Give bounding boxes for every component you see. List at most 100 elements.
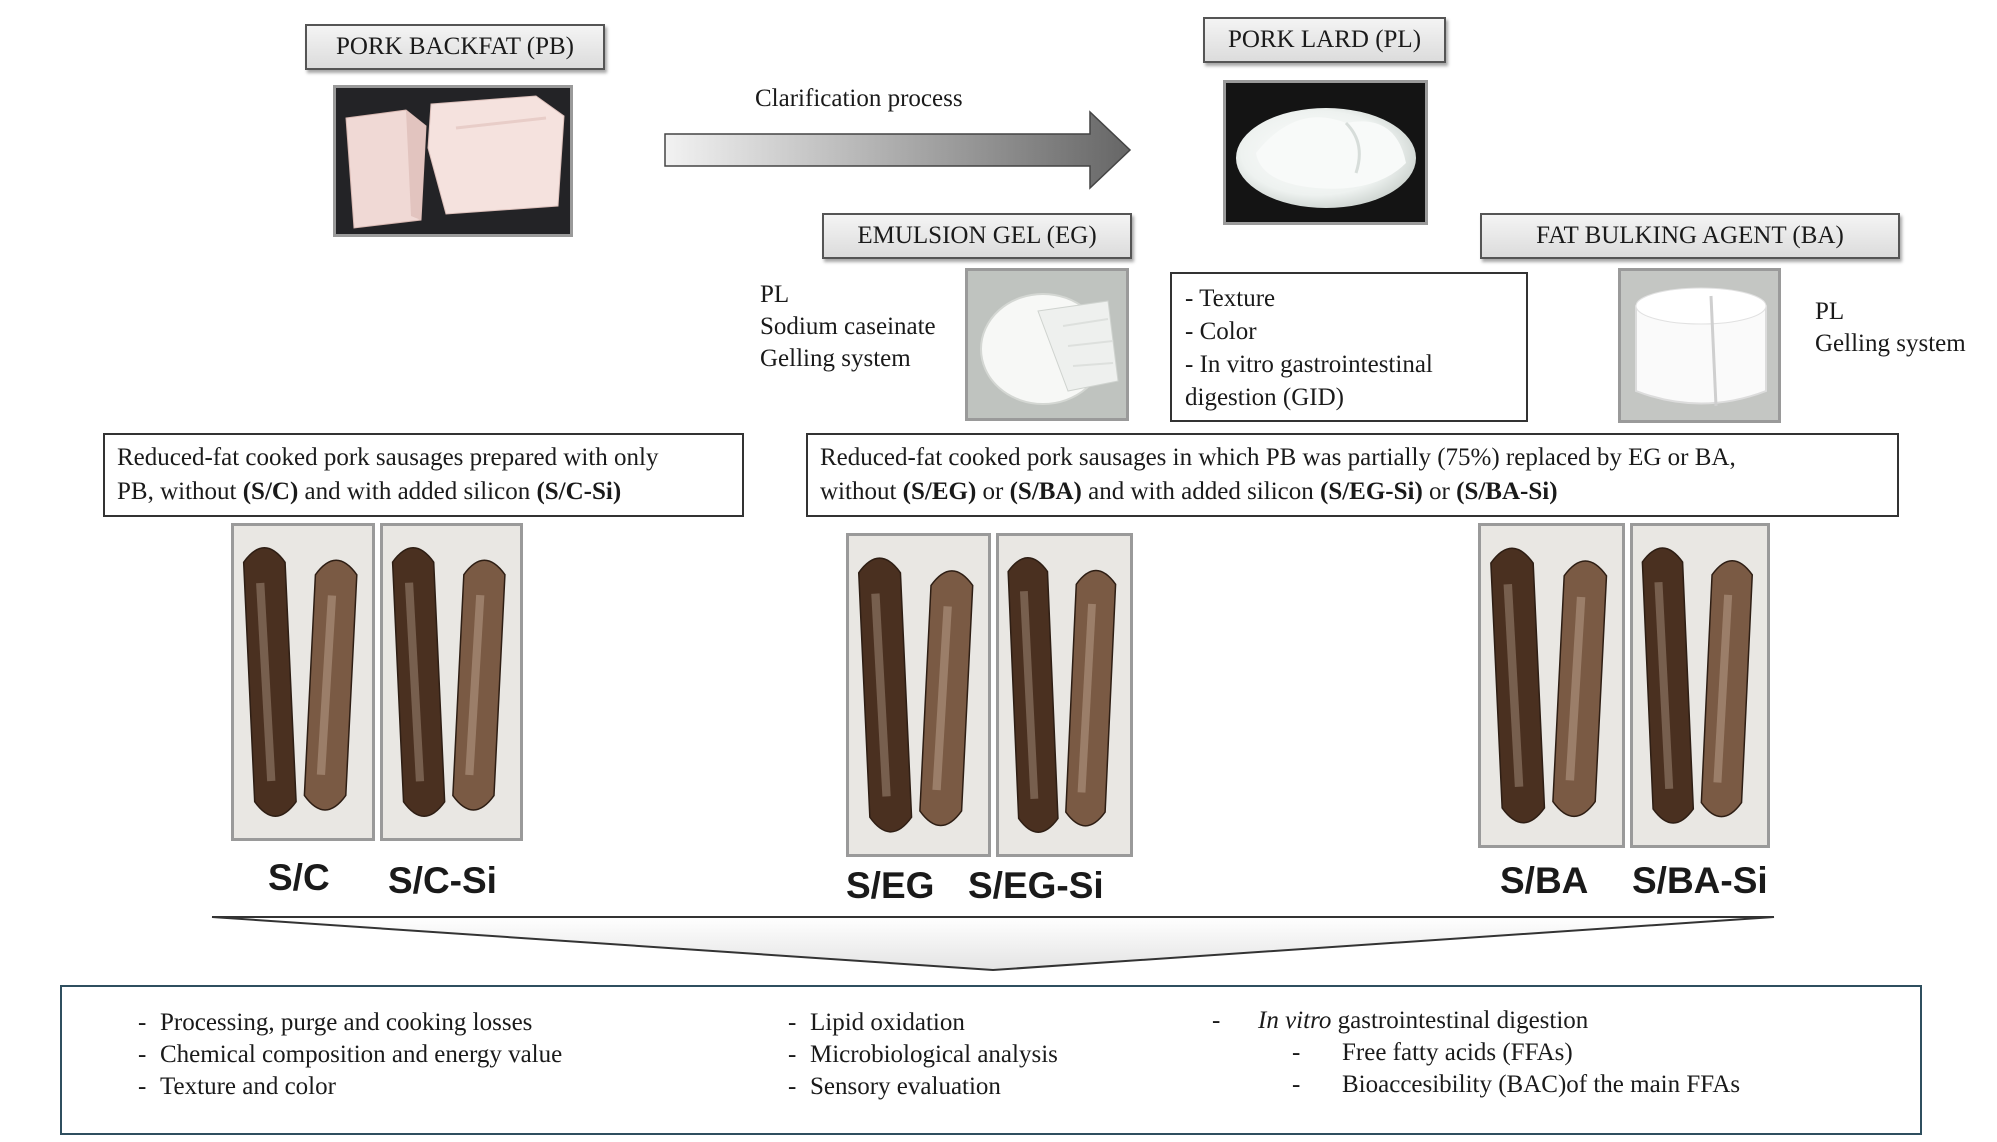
fat-bulking-agent-text: FAT BULKING AGENT (BA) bbox=[1536, 222, 1844, 249]
result-item: -In vitro gastrointestinal digestion bbox=[1212, 1007, 1589, 1034]
code: (S/EG-Si) bbox=[1320, 478, 1423, 505]
code: (S/C-Si) bbox=[536, 478, 622, 505]
fat-bulking-agent-ingredients: PL Gelling system bbox=[1815, 296, 1966, 360]
analysis-box: - Texture - Color - In vitro gastrointes… bbox=[1170, 272, 1528, 422]
ba-ingredient: PL bbox=[1815, 298, 1845, 325]
analysis-item: - In vitro gastrointestinal bbox=[1185, 351, 1433, 378]
pork-backfat-image bbox=[336, 88, 570, 234]
funnel-arrow bbox=[211, 916, 1775, 972]
eg-ingredient: Gelling system bbox=[760, 345, 911, 372]
sausage-highlight bbox=[932, 606, 952, 791]
emulsion-gel-photo bbox=[965, 268, 1129, 421]
sausage-highlight bbox=[871, 593, 891, 797]
sausage-shape bbox=[919, 570, 974, 827]
result-subitem: -Bioaccesibility (BAC)of the main FFAs bbox=[1292, 1071, 1741, 1098]
control-desc-line2: PB, without (S/C) and with added silicon… bbox=[117, 475, 730, 509]
sausage-image bbox=[849, 536, 988, 854]
results-column-3: -In vitro gastrointestinal digestion -Fr… bbox=[1212, 1005, 1740, 1101]
sausage-highlight bbox=[465, 594, 485, 776]
fat-bulking-agent-label: FAT BULKING AGENT (BA) bbox=[1480, 213, 1900, 259]
pork-lard-text: PORK LARD (PL) bbox=[1227, 26, 1422, 53]
result-item: -Processing, purge and cooking losses bbox=[138, 1009, 533, 1036]
analysis-list: - Texture - Color - In vitro gastrointes… bbox=[1185, 282, 1433, 414]
text: In vitro bbox=[1258, 1007, 1332, 1034]
replaced-desc-line1: Reduced-fat cooked pork sausages in whic… bbox=[820, 444, 1736, 471]
fat-bulking-agent-photo bbox=[1618, 268, 1781, 423]
sausage-highlight bbox=[1077, 603, 1096, 793]
sausage-shape bbox=[1065, 569, 1117, 827]
emulsion-gel-label: EMULSION GEL (EG) bbox=[822, 213, 1132, 259]
pork-lard-photo bbox=[1223, 80, 1428, 225]
text: Lipid oxidation bbox=[810, 1009, 965, 1036]
sausage-highlight bbox=[1713, 594, 1733, 783]
text: without bbox=[820, 478, 903, 505]
ba-ingredient: Gelling system bbox=[1815, 330, 1966, 357]
sausage-shape bbox=[452, 559, 506, 811]
sausage-highlight bbox=[404, 582, 425, 782]
pork-backfat-label: PORK BACKFAT (PB) bbox=[305, 24, 605, 70]
text: Chemical composition and energy value bbox=[160, 1041, 563, 1068]
code: (S/BA-Si) bbox=[1456, 478, 1558, 505]
text: or bbox=[1422, 478, 1457, 505]
clarification-label: Clarification process bbox=[755, 85, 963, 112]
text: Processing, purge and cooking losses bbox=[160, 1009, 533, 1036]
sausage-photo-s-ba-si bbox=[1630, 523, 1770, 848]
sausage-photo-s-c bbox=[231, 523, 375, 841]
sausage-highlight bbox=[1654, 581, 1674, 790]
code: (S/C) bbox=[242, 478, 299, 505]
sample-label-s-eg: S/EG bbox=[846, 865, 935, 906]
emulsion-gel-text: EMULSION GEL (EG) bbox=[857, 222, 1097, 249]
results-box bbox=[60, 985, 1922, 1135]
text: and with added silicon bbox=[1081, 478, 1320, 505]
sausage-highlight bbox=[1503, 584, 1524, 787]
result-item: -Texture and color bbox=[138, 1073, 336, 1100]
sausage-shape bbox=[391, 547, 446, 817]
text: PB, without bbox=[117, 478, 243, 505]
sausage-shape bbox=[1700, 560, 1754, 818]
results-column-2: -Lipid oxidation -Microbiological analys… bbox=[788, 1007, 1058, 1103]
sausage-shape bbox=[857, 557, 913, 833]
sausage-image bbox=[1481, 526, 1622, 845]
emulsion-gel-ingredients: PL Sodium caseinate Gelling system bbox=[760, 279, 936, 375]
control-description: Reduced-fat cooked pork sausages prepare… bbox=[103, 433, 744, 517]
sausage-image bbox=[999, 536, 1130, 854]
sausage-photo-s-eg bbox=[846, 533, 991, 857]
pork-backfat-text: PORK BACKFAT (PB) bbox=[335, 33, 575, 60]
results-column-1: -Processing, purge and cooking losses -C… bbox=[138, 1007, 562, 1103]
pork-lard-image bbox=[1226, 83, 1425, 222]
sausage-image bbox=[383, 526, 520, 838]
sausage-image bbox=[1633, 526, 1767, 845]
sample-label-s-c: S/C bbox=[268, 857, 330, 898]
sausage-photo-s-ba bbox=[1478, 523, 1625, 848]
pork-backfat-photo bbox=[333, 85, 573, 237]
replaced-desc-line2: without (S/EG) or (S/BA) and with added … bbox=[820, 475, 1885, 509]
text: Texture and color bbox=[160, 1073, 336, 1100]
sample-label-s-c-si: S/C-Si bbox=[388, 860, 497, 901]
code: (S/EG) bbox=[902, 478, 977, 505]
analysis-item: digestion (GID) bbox=[1185, 384, 1344, 411]
result-subitem: -Free fatty acids (FFAs) bbox=[1292, 1039, 1573, 1066]
analysis-item: - Texture bbox=[1185, 285, 1276, 312]
sausage-shape bbox=[242, 547, 297, 817]
code: (S/BA) bbox=[1009, 478, 1082, 505]
sausage-highlight bbox=[256, 582, 276, 782]
emulsion-gel-image bbox=[968, 271, 1126, 418]
eg-ingredient: PL bbox=[760, 281, 790, 308]
replaced-description: Reduced-fat cooked pork sausages in whic… bbox=[806, 433, 1899, 517]
text: Microbiological analysis bbox=[810, 1041, 1058, 1068]
eg-ingredient: Sodium caseinate bbox=[760, 313, 936, 340]
result-item: -Microbiological analysis bbox=[788, 1041, 1058, 1068]
fat-bulking-agent-image bbox=[1621, 271, 1778, 420]
text: and with added silicon bbox=[298, 478, 537, 505]
sausage-image bbox=[234, 526, 372, 838]
sausage-shape bbox=[1552, 560, 1608, 818]
sample-label-s-ba-si: S/BA-Si bbox=[1632, 860, 1768, 901]
sausage-highlight bbox=[1565, 596, 1586, 781]
sample-label-s-eg-si: S/EG-Si bbox=[968, 865, 1104, 906]
text: Sensory evaluation bbox=[810, 1073, 1001, 1100]
sausage-highlight bbox=[1019, 591, 1039, 799]
control-desc-line1: Reduced-fat cooked pork sausages prepare… bbox=[117, 444, 659, 471]
sausage-shape bbox=[303, 559, 358, 811]
sausage-shape bbox=[1641, 547, 1695, 824]
